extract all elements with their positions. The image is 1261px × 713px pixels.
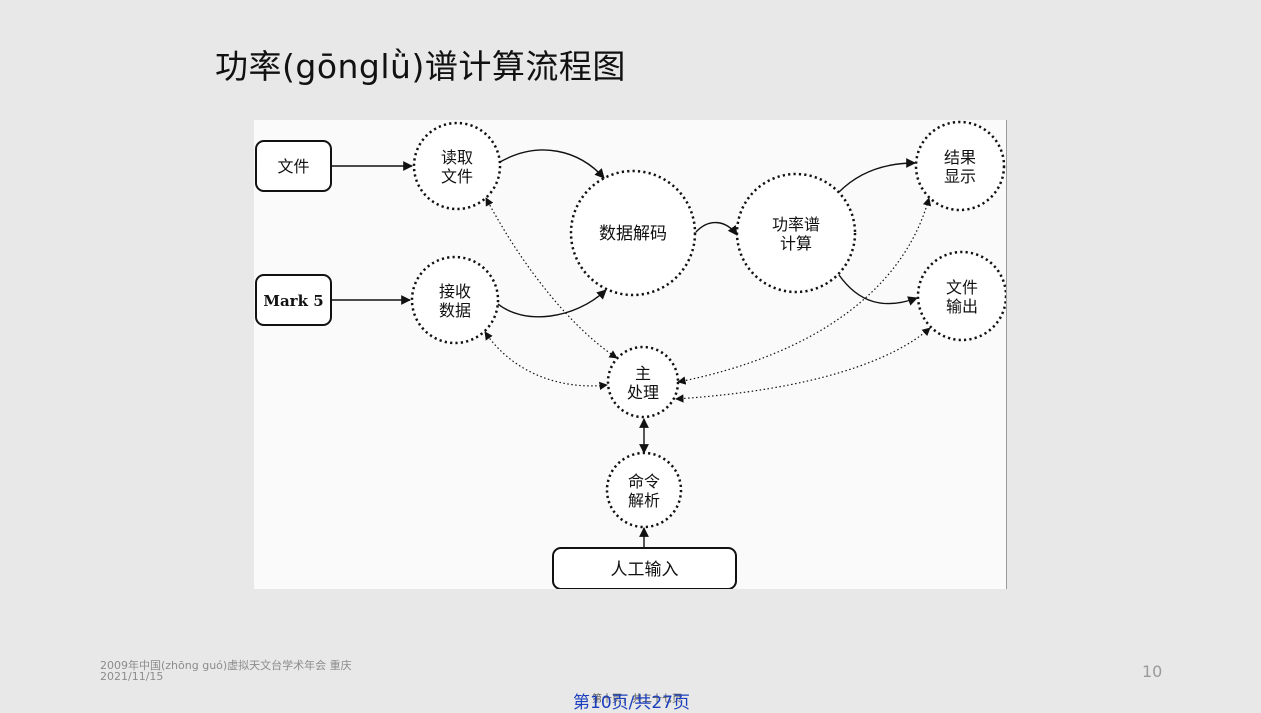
node-main-label-1: 主 bbox=[635, 364, 651, 383]
page-counter: 第10页/共27页 bbox=[573, 693, 690, 713]
edge-decode-to-power bbox=[695, 221, 738, 236]
node-result-label-2: 显示 bbox=[944, 167, 976, 186]
node-result-label-1: 结果 bbox=[944, 148, 976, 167]
edge-main-receive-dotted bbox=[484, 331, 608, 391]
edge-main-output-dotted bbox=[675, 327, 931, 403]
slide-title: 功率(gōnglǜ)谱计算流程图 bbox=[215, 47, 626, 86]
node-receive-label-2: 数据 bbox=[439, 301, 471, 320]
node-decode-label: 数据解码 bbox=[599, 224, 667, 244]
page-counter-ghost: 第十页，共二十七页 bbox=[592, 694, 682, 705]
node-read-file: 读取 文件 bbox=[412, 121, 502, 211]
node-output-label-1: 文件 bbox=[946, 278, 978, 297]
node-manual-input: 人工输入 bbox=[552, 547, 737, 589]
footer-date: 2021/11/15 bbox=[100, 670, 164, 683]
slide-number: 10 bbox=[1142, 662, 1163, 681]
node-main-label-2: 处理 bbox=[627, 383, 659, 402]
node-power-spectrum: 功率谱 计算 bbox=[735, 172, 857, 294]
edge-power-to-result bbox=[838, 158, 916, 193]
node-output-label-2: 输出 bbox=[946, 297, 978, 316]
node-result-display: 结果 显示 bbox=[914, 120, 1006, 212]
node-file-input-label: 文件 bbox=[277, 157, 309, 176]
node-manual-input-label: 人工输入 bbox=[611, 560, 679, 580]
node-receive-data: 接收 数据 bbox=[410, 255, 500, 345]
node-receive-label-1: 接收 bbox=[439, 282, 471, 301]
node-cmd-label-2: 解析 bbox=[628, 491, 660, 510]
node-read-file-label-1: 读取 bbox=[441, 148, 473, 167]
edge-power-to-output bbox=[838, 274, 918, 306]
flowchart-svg: 文件 Mark 5 人工输入 读取 文件 接收 数据 数据解码 功率谱 计算 bbox=[255, 120, 1006, 589]
node-data-decode: 数据解码 bbox=[569, 169, 697, 297]
edge-receive-to-decode bbox=[497, 289, 607, 318]
node-mark5: Mark 5 bbox=[255, 274, 332, 326]
node-file-input: 文件 bbox=[255, 140, 332, 192]
footer-conference: 2009年中国(zhōng guó)虚拟天文台学术年会 重庆 bbox=[100, 659, 352, 672]
node-mark5-label: Mark 5 bbox=[263, 292, 323, 310]
footer-info: 2009年中国(zhōng guó)虚拟天文台学术年会 重庆 2021/11/1… bbox=[100, 660, 352, 682]
node-power-label-2: 计算 bbox=[780, 234, 812, 253]
flowchart-diagram: 文件 Mark 5 人工输入 读取 文件 接收 数据 数据解码 功率谱 计算 bbox=[254, 120, 1007, 589]
node-cmd-label-1: 命令 bbox=[628, 472, 660, 491]
node-power-label-1: 功率谱 bbox=[772, 215, 820, 234]
node-read-file-label-2: 文件 bbox=[441, 167, 473, 186]
node-main-process: 主 处理 bbox=[606, 345, 680, 419]
node-command-parse: 命令 解析 bbox=[605, 451, 683, 529]
edge-read-to-decode bbox=[499, 149, 605, 179]
node-file-output: 文件 输出 bbox=[916, 250, 1006, 342]
